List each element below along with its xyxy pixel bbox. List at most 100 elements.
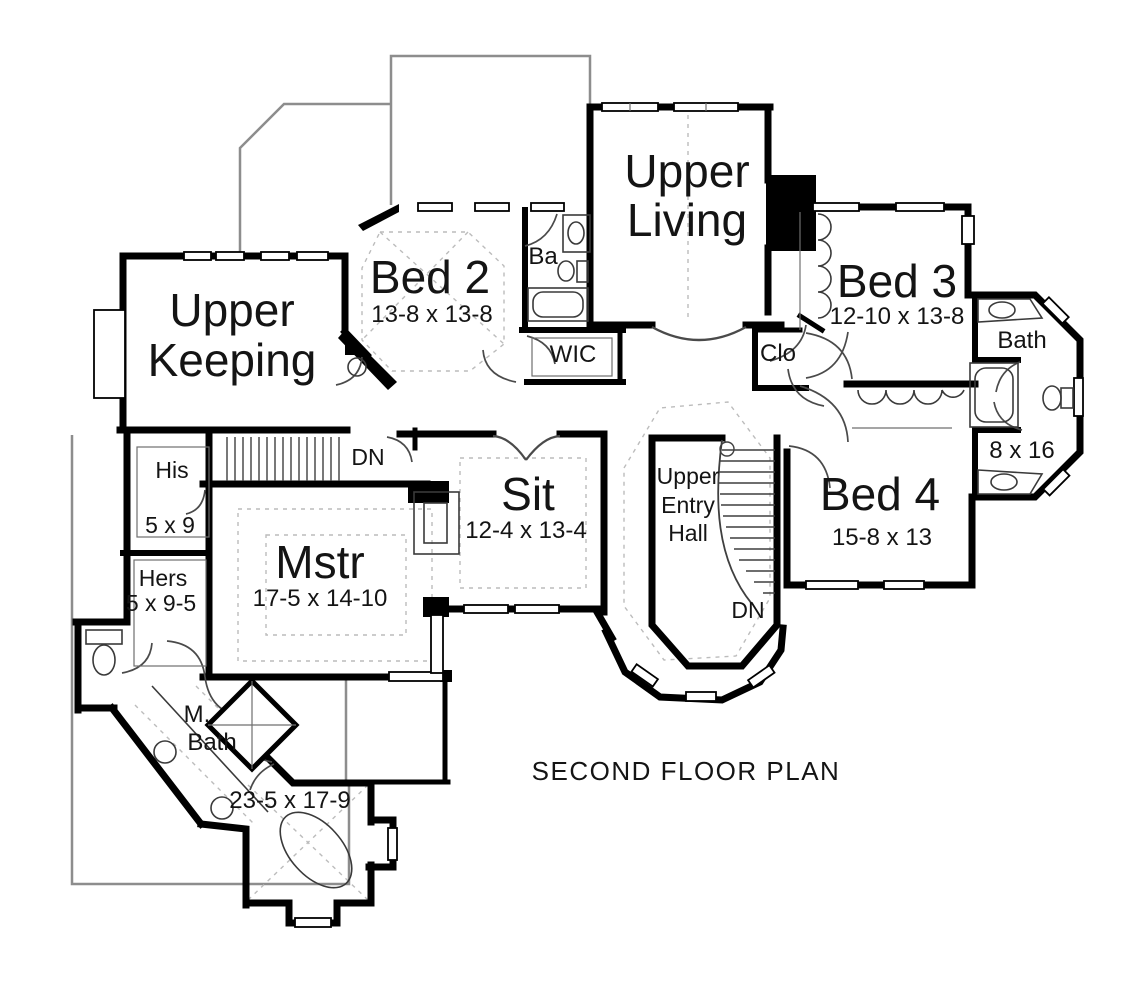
- window: [430, 614, 444, 674]
- ba-door[interactable]: [524, 213, 558, 247]
- room-label-upper-keeping-1: Upper: [169, 284, 294, 336]
- window: [260, 251, 290, 261]
- mbath-sink-1: [153, 740, 177, 764]
- bath-door-2[interactable]: [993, 401, 1023, 431]
- hers-door[interactable]: [121, 642, 153, 674]
- wic-shelving: [531, 337, 613, 377]
- bath-door-1[interactable]: [995, 361, 1021, 393]
- window: [1041, 295, 1071, 325]
- mbath-shower-glass: [208, 681, 296, 769]
- window: [474, 202, 510, 212]
- ba-toilet-bowl: [557, 260, 575, 282]
- window: [961, 215, 975, 245]
- room-label-mbath-2: Bath: [187, 729, 236, 756]
- mbath-garden-tub: [279, 811, 353, 889]
- entry-walls: [648, 434, 781, 670]
- roof-lines-layer: [70, 54, 592, 886]
- window: [294, 917, 332, 928]
- mbath-sink-2: [210, 796, 234, 820]
- roof-line-top-rect: [389, 54, 592, 205]
- window: [530, 202, 565, 212]
- room-label-mstr: Mstr: [275, 536, 364, 588]
- plan-title: SECOND FLOOR PLAN: [532, 756, 841, 786]
- window: [812, 202, 860, 212]
- roof-line-bottom-left: [70, 435, 351, 886]
- room-label-ba: Ba: [528, 243, 558, 270]
- window: [685, 691, 717, 702]
- wic-walls-h: [519, 327, 626, 385]
- mbath-door-1[interactable]: [166, 640, 206, 678]
- fixtures-layer: [85, 103, 1074, 889]
- tub-bay-walls: [197, 733, 397, 927]
- bath-toilet-tank: [1060, 387, 1074, 409]
- room-dims-his: 5 x 9: [145, 512, 195, 538]
- ba-tub-inner: [532, 291, 584, 318]
- bed3-door[interactable]: [805, 331, 849, 379]
- window: [630, 663, 660, 688]
- tub-niche-walls: [972, 357, 1021, 433]
- room-label-clo: Clo: [760, 340, 796, 367]
- entry-dome-dash: [623, 401, 771, 661]
- labels-layer: Upper Keeping Bed 2 13-8 x 13-8 Ba Upper…: [126, 145, 1055, 814]
- mstr-corner-pillar: [423, 597, 449, 617]
- room-label-entry-1: Upper: [657, 463, 720, 489]
- dn-label-right: DN: [731, 597, 764, 623]
- room-label-sit: Sit: [501, 468, 555, 520]
- mbath-wc-door-2[interactable]: [249, 763, 275, 791]
- wic-door[interactable]: [526, 335, 556, 365]
- stair-corner-pillar: [408, 486, 426, 503]
- window: [514, 604, 560, 614]
- his-shelving: [136, 446, 210, 538]
- ba-vanity: [562, 214, 591, 253]
- toilet-room-walls: [72, 618, 131, 714]
- window: [296, 251, 329, 261]
- window: [895, 202, 945, 212]
- bath-sink-bottom: [990, 473, 1018, 491]
- room-label-upper-keeping-2: Keeping: [148, 334, 317, 386]
- keeping-niche: [347, 357, 367, 377]
- clo-door-1[interactable]: [805, 332, 853, 380]
- room-dims-hers: 5 x 9-5: [126, 590, 196, 616]
- room-dims-sit: 12-4 x 13-4: [465, 517, 586, 544]
- mstr-porch-walls: [367, 677, 451, 785]
- solid-fills-layer: [338, 175, 816, 682]
- hall-tub-inner: [974, 367, 1014, 423]
- stair-top-door[interactable]: [386, 436, 413, 463]
- bed2-ceiling-diagonals: [361, 231, 505, 345]
- fireplace-chimney: [766, 175, 816, 251]
- hall-door-1[interactable]: [799, 385, 849, 443]
- left-staircase[interactable]: [226, 437, 340, 481]
- window: [805, 580, 859, 590]
- toilet-tank: [85, 629, 123, 645]
- ceiling-dash-layer: [134, 115, 771, 901]
- bath-sink-top: [988, 301, 1016, 319]
- ba-sink: [567, 221, 585, 245]
- window: [215, 251, 245, 261]
- room-label-wic: WIC: [550, 341, 597, 368]
- roof-line-top-left: [238, 102, 391, 253]
- window: [1041, 467, 1071, 497]
- sit-chimney-box: [413, 491, 460, 555]
- bed4-door[interactable]: [788, 445, 831, 489]
- room-label-his: His: [155, 457, 188, 483]
- bed2-door[interactable]: [482, 349, 517, 383]
- mbath-diagonal-wall: [107, 703, 206, 829]
- living-door[interactable]: [769, 324, 807, 362]
- his-door[interactable]: [185, 489, 206, 515]
- bed2-corner-diagonal: [338, 330, 397, 390]
- room-label-upper-living-2: Living: [627, 194, 747, 246]
- room-label-bath: Bath: [997, 327, 1046, 354]
- room-label-upper-living-1: Upper: [624, 145, 749, 197]
- clo-door-2[interactable]: [787, 368, 825, 407]
- room-dims-bed2: 13-8 x 13-8: [371, 301, 492, 328]
- clo-walls: [752, 327, 809, 391]
- bath-vanity-bottom: [977, 469, 1044, 495]
- curved-staircase[interactable]: [717, 439, 775, 605]
- sit-chimney-flue: [423, 502, 448, 544]
- window: [183, 251, 212, 261]
- ba-tub: [527, 287, 589, 322]
- bed2-top-corner-diagonal: [358, 204, 399, 231]
- ba-toilet-tank: [576, 260, 589, 283]
